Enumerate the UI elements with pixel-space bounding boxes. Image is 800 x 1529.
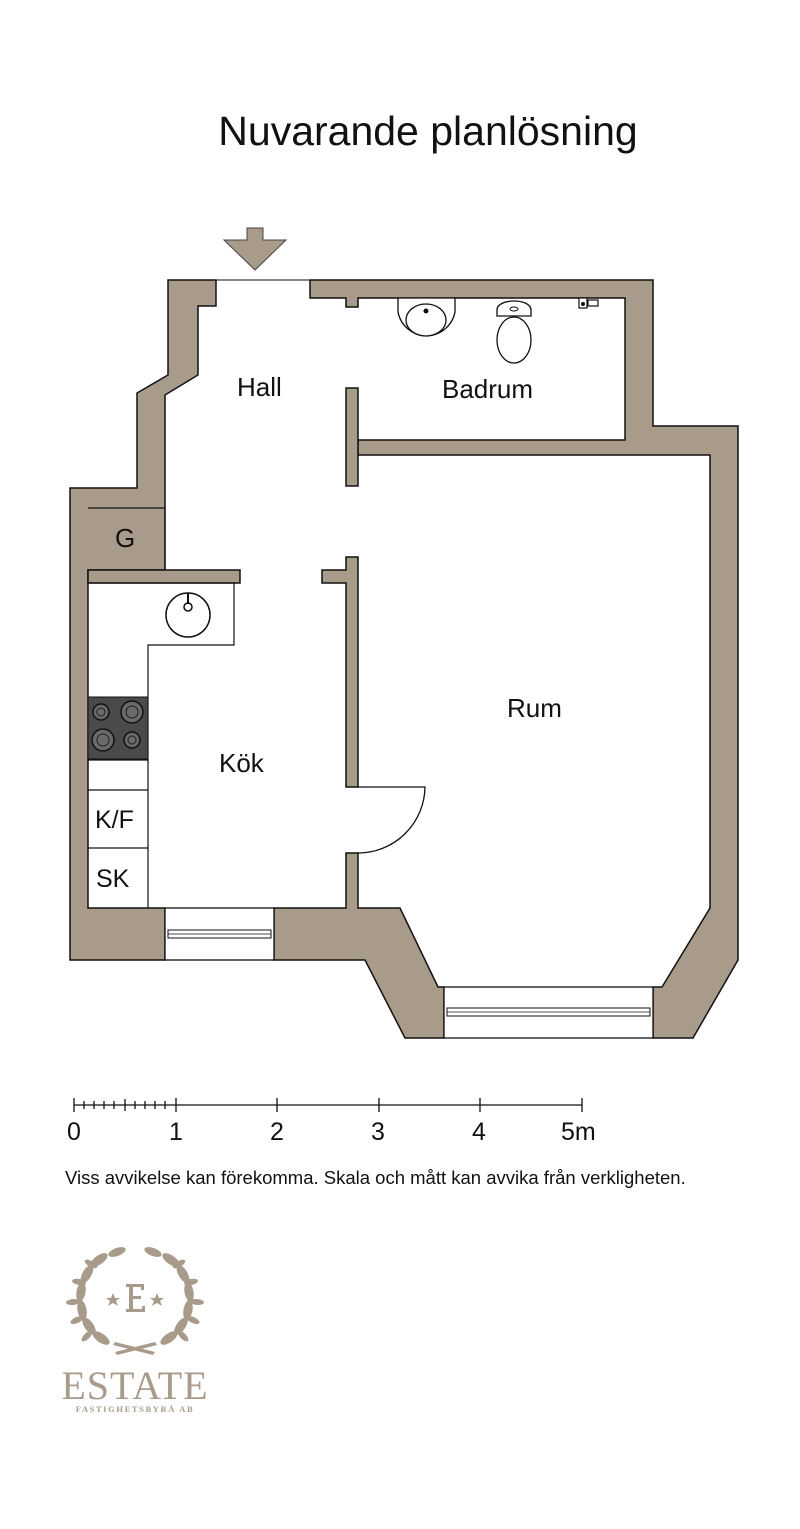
room-label-badrum: Badrum (442, 374, 533, 404)
wall-kitchen-room (321, 556, 359, 788)
scale-tick-1: 1 (169, 1118, 183, 1146)
kitchen-sink-icon (165, 592, 211, 638)
logo-subtitle: FASTIGHETSBYRÅ AB (75, 1404, 195, 1414)
closet-outline (88, 507, 166, 570)
bathroom-sink-icon (397, 297, 456, 337)
disclaimer-text: Viss avvikelse kan förekomma. Skala och … (65, 1167, 686, 1188)
room-window (443, 986, 654, 1039)
scale-tick-3: 3 (371, 1118, 385, 1146)
wall-closet-shelf (87, 569, 241, 584)
room-label-kok: Kök (219, 748, 265, 778)
page-title: Nuvarande planlösning (218, 108, 638, 154)
scale-tick-5m: 5m (561, 1118, 596, 1146)
exterior-walls (69, 279, 739, 1039)
logo-wordmark: ESTATE (61, 1363, 209, 1408)
wall-hall-bath (345, 387, 359, 487)
scale-bar (73, 1098, 583, 1112)
room-label-skap: SK (96, 865, 130, 893)
room-label-garderob: G (115, 523, 135, 553)
scale-tick-2: 2 (270, 1118, 284, 1146)
scale-tick-0: 0 (67, 1118, 81, 1146)
logo-monogram-e-icon (126, 1284, 145, 1312)
room-label-hall: Hall (237, 372, 282, 402)
entry-arrow-icon (222, 227, 288, 271)
room-label-rum: Rum (507, 693, 562, 723)
scale-tick-4: 4 (472, 1118, 486, 1146)
shower-icon (578, 297, 599, 309)
room-label-kyl-frys: K/F (95, 806, 134, 834)
stove-icon (87, 696, 149, 760)
kitchen-window (164, 907, 275, 961)
toilet-icon (496, 300, 532, 364)
estate-laurel-logo-icon (66, 1247, 204, 1355)
room-door-icon[interactable] (357, 786, 426, 854)
